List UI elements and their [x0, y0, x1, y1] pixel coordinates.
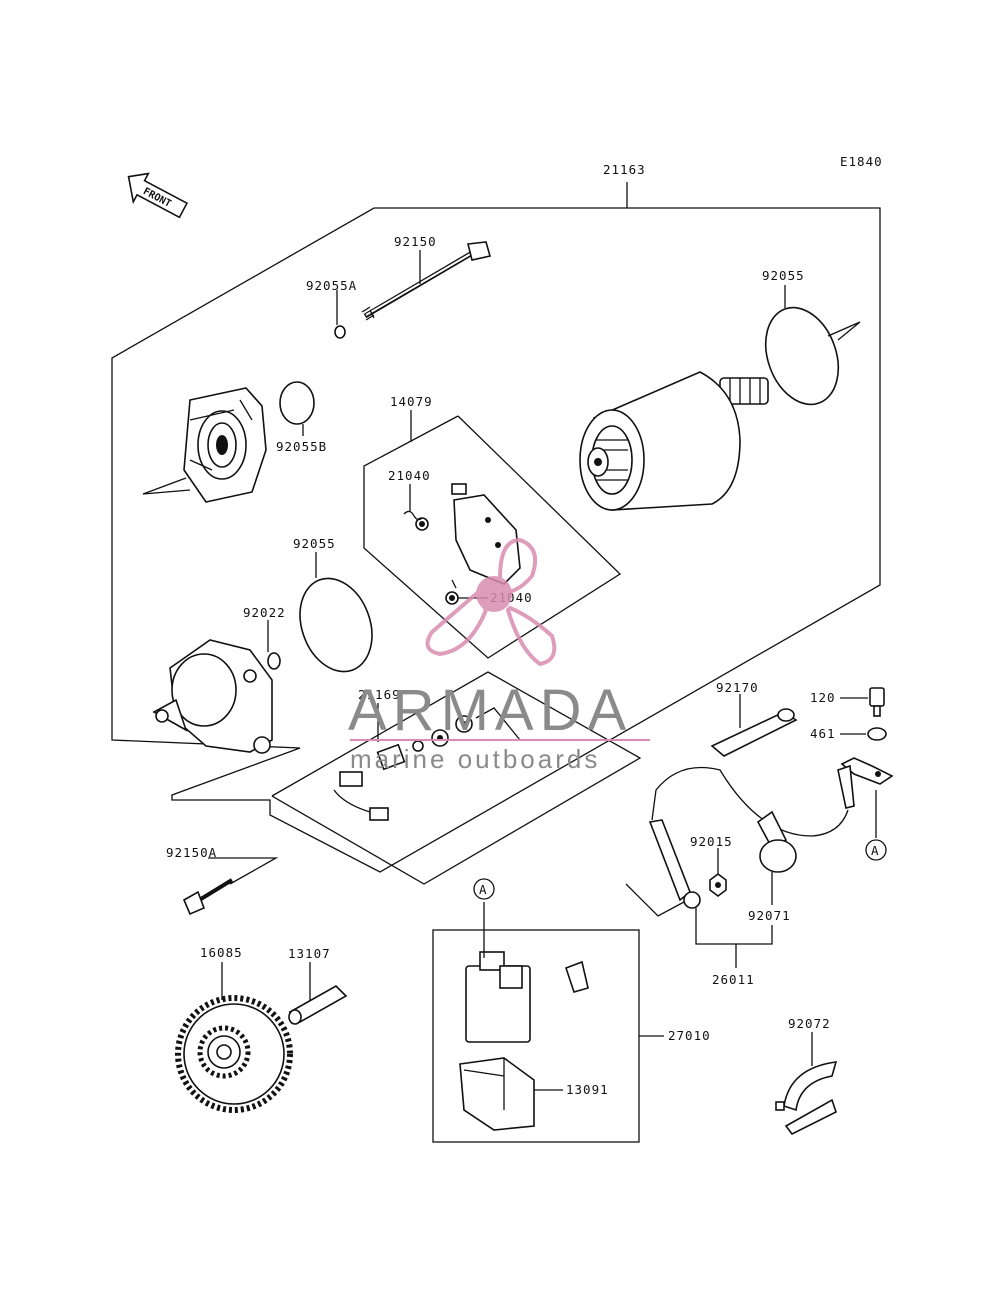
- label-14079: 14079: [390, 394, 433, 409]
- label-16085: 16085: [200, 945, 243, 960]
- label-92015: 92015: [690, 834, 733, 849]
- small-bolt: [869, 687, 885, 717]
- brush-set-box: [271, 671, 642, 885]
- brush-parts: [333, 707, 521, 821]
- rear-cover: [152, 639, 273, 754]
- watermark-logo-icon: [425, 537, 557, 667]
- callout-a-relay-text: A: [479, 882, 488, 897]
- bracket-26011: [695, 908, 773, 945]
- label-92150: 92150: [394, 234, 437, 249]
- nut: [709, 873, 727, 897]
- positive-cable: [710, 708, 798, 757]
- watermark-tagline: marine outboards: [350, 744, 600, 774]
- oring-right: [764, 306, 840, 406]
- lead-guide: [625, 883, 685, 917]
- label-13107: 13107: [288, 946, 331, 961]
- leader-92150A: [208, 857, 279, 885]
- label-21169: 21169: [358, 687, 401, 702]
- watermark-brand: ARMADA: [348, 678, 632, 743]
- label-120: 120: [810, 690, 836, 705]
- terminal-lead: [648, 757, 894, 909]
- gear: [175, 995, 293, 1113]
- label-92170: 92170: [716, 680, 759, 695]
- label-27010: 27010: [668, 1028, 711, 1043]
- callout-a-lead-text: A: [871, 843, 880, 858]
- small-washer: [867, 727, 887, 741]
- callout-a-lead: [865, 839, 887, 861]
- label-21040-top: 21040: [388, 468, 431, 483]
- flange-bolt: [182, 878, 234, 916]
- relay: [465, 951, 589, 1043]
- shaft: [288, 985, 348, 1025]
- label-92055-right: 92055: [762, 268, 805, 283]
- guide-line: [142, 477, 187, 495]
- label-92055A: 92055A: [306, 278, 357, 293]
- relay-cover: [459, 1057, 535, 1131]
- assembly-outline: [111, 207, 881, 873]
- label-92022: 92022: [243, 605, 286, 620]
- starter-yoke: [579, 371, 769, 511]
- brush-plate: [451, 483, 521, 585]
- front-cover: [183, 387, 267, 503]
- label-13091: 13091: [566, 1082, 609, 1097]
- front-arrow-icon: FRONT: [127, 172, 189, 219]
- oring-left: [299, 577, 373, 673]
- callout-a-relay: [473, 878, 495, 900]
- brush-holder-box: [363, 415, 622, 659]
- label-461: 461: [810, 726, 836, 741]
- long-bolt: [361, 241, 492, 321]
- guide-line-2: [142, 489, 191, 495]
- oring-b: [279, 381, 315, 425]
- spring-top: [403, 510, 429, 531]
- washer: [267, 652, 281, 670]
- guide-arrow: [827, 321, 861, 341]
- label-26011: 26011: [712, 972, 755, 987]
- terminal-cap: [756, 810, 797, 873]
- label-92072: 92072: [788, 1016, 831, 1031]
- label-92055-left: 92055: [293, 536, 336, 551]
- spring-bottom: [445, 579, 459, 605]
- label-92150A: 92150A: [166, 845, 217, 860]
- small-oring: [334, 325, 346, 339]
- label-21163: 21163: [603, 162, 646, 177]
- cable-band: [775, 1061, 838, 1136]
- label-92055B: 92055B: [276, 439, 327, 454]
- diagram-code: E1840: [840, 154, 883, 169]
- label-92071: 92071: [748, 908, 791, 923]
